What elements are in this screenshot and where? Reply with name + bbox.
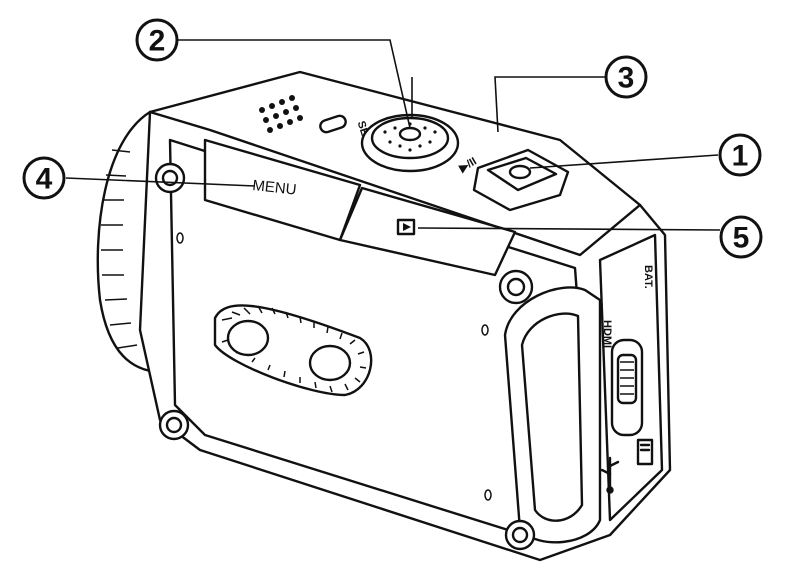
callout-3: 3	[604, 55, 648, 99]
playback-panel[interactable]	[338, 186, 517, 277]
usb-icon	[600, 456, 620, 494]
menu-label: MENU	[252, 177, 298, 199]
screw	[154, 162, 186, 194]
door-slide-latch[interactable]	[610, 338, 644, 437]
hdmi-label: HDMI	[601, 320, 613, 348]
svg-text:5: 5	[733, 222, 750, 255]
play-icon	[396, 218, 416, 236]
shutter-button-icon[interactable]	[472, 148, 570, 212]
svg-text:1: 1	[732, 140, 749, 173]
screw	[158, 409, 190, 441]
microphone-bar	[213, 304, 373, 397]
card-slot-icon	[636, 438, 654, 466]
callout-5: 5	[719, 215, 763, 259]
callout-2: 2	[135, 18, 179, 62]
indicator-button[interactable]	[319, 114, 347, 134]
speaker-grille-icon	[259, 95, 303, 133]
callout-4: 4	[22, 156, 66, 200]
leader-lines	[65, 39, 721, 231]
bat-label: BAT.	[642, 265, 654, 289]
svg-text:2: 2	[149, 25, 166, 58]
svg-text:4: 4	[36, 163, 53, 196]
joystick-dial[interactable]	[360, 113, 460, 173]
svg-text:3: 3	[618, 62, 635, 95]
callout-1: 1	[718, 133, 762, 177]
screw	[504, 519, 536, 551]
vent-holes	[176, 232, 492, 501]
screw	[498, 269, 534, 305]
